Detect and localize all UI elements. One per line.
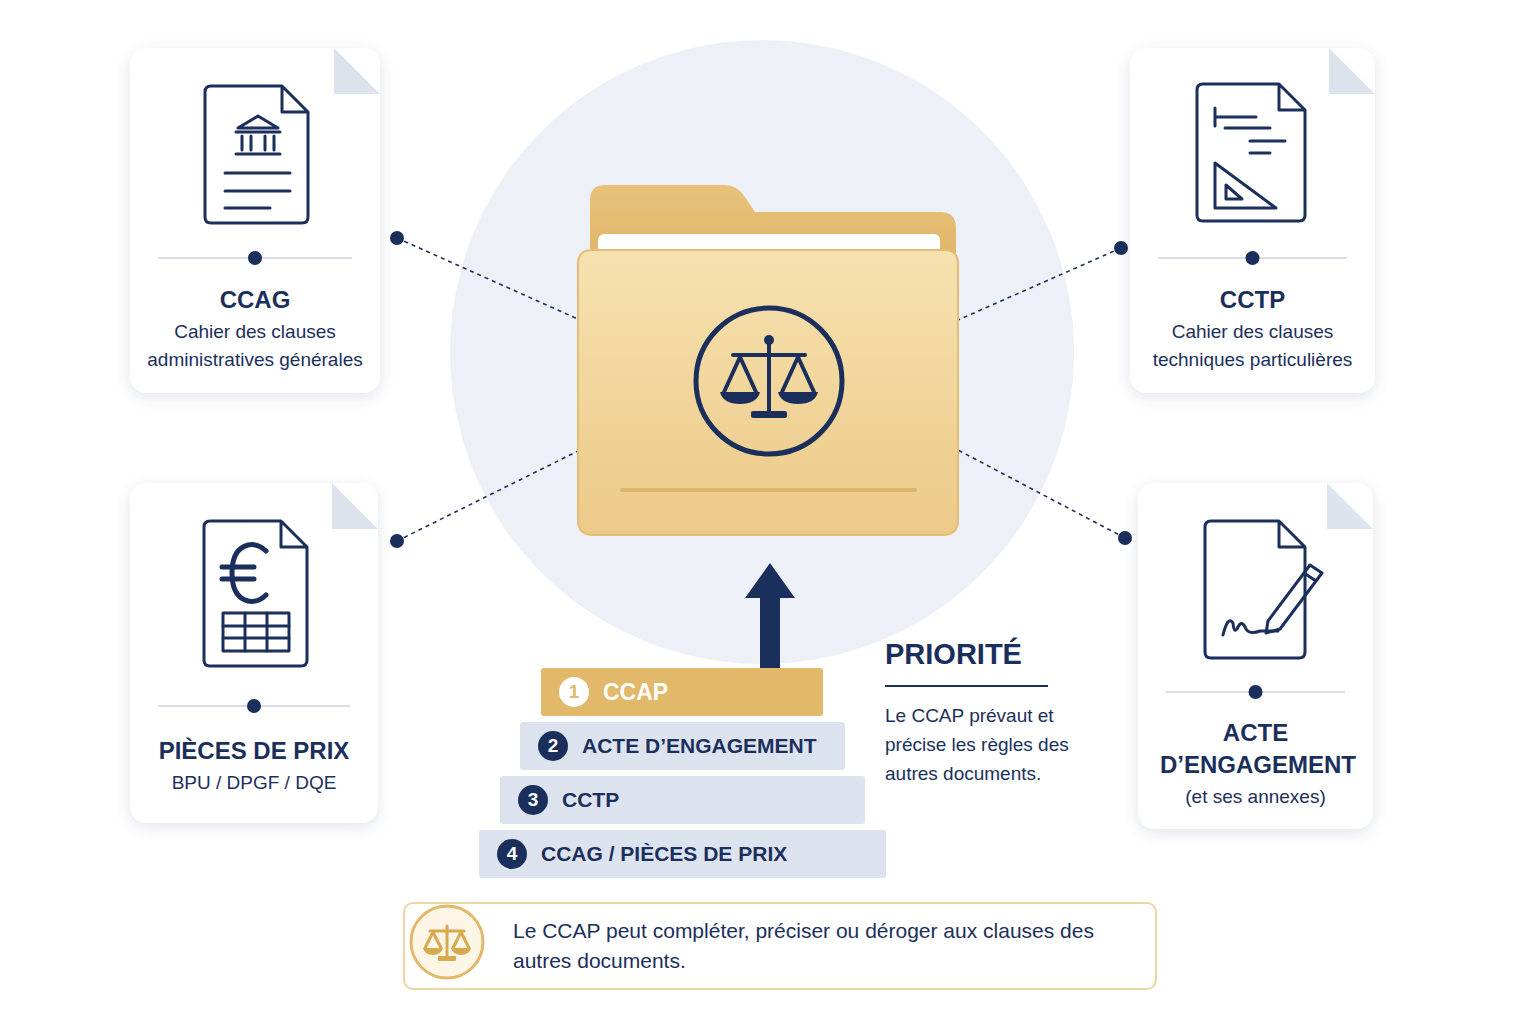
halo-circle — [450, 40, 1074, 664]
document-card: ACTE D’ENGAGEMENT(et ses annexes) — [1138, 483, 1373, 829]
card-subtitle: BPU / DPGF / DQE — [140, 769, 368, 797]
priority-arrow — [745, 563, 795, 668]
folder-illustration — [578, 185, 958, 535]
callout-number: 1 — [559, 677, 589, 707]
card-text: CCTPCahier des clauses techniques partic… — [1140, 284, 1365, 374]
document-card: CCTPCahier des clauses techniques partic… — [1130, 48, 1375, 393]
document-card: CCAGCahier des clauses administratives g… — [130, 48, 380, 393]
bar-label: CCTP — [562, 788, 619, 812]
bar-label: ACTE D’ENGAGEMENT — [582, 734, 817, 758]
document-card: PIÈCES DE PRIXBPU / DPGF / DQE — [130, 483, 378, 823]
card-subtitle: (et ses annexes) — [1160, 783, 1351, 811]
card-text: ACTE D’ENGAGEMENT(et ses annexes) — [1160, 717, 1351, 811]
heading-rule — [885, 685, 1048, 687]
priority-bar: 4 CCAG / PIÈCES DE PRIX — [479, 830, 886, 878]
bar-label: CCAP — [603, 679, 668, 706]
priority-bar: 2 ACTE D’ENGAGEMENT — [520, 722, 845, 770]
bar-label: CCAG / PIÈCES DE PRIX — [541, 842, 787, 866]
card-subtitle: Cahier des clauses administratives génér… — [140, 318, 370, 374]
card-title: CCTP — [1140, 284, 1365, 316]
card-text: CCAGCahier des clauses administratives g… — [140, 284, 370, 374]
card-title: ACTE D’ENGAGEMENT — [1160, 717, 1351, 781]
card-title: PIÈCES DE PRIX — [140, 735, 368, 767]
card-title: CCAG — [140, 284, 370, 316]
scale-badge — [405, 904, 505, 982]
leader-lines — [397, 238, 1125, 541]
leader-dots — [390, 231, 1132, 548]
card-subtitle: Cahier des clauses techniques particuliè… — [1140, 318, 1365, 374]
section-heading: PRIORITÉ — [885, 638, 1022, 671]
priority-bar: 1 CCAP — [541, 668, 823, 716]
priority-note: Le CCAP prévaut et précise les règles de… — [885, 701, 1110, 788]
card-text: PIÈCES DE PRIXBPU / DPGF / DQE — [140, 735, 368, 797]
callout-number: 4 — [497, 839, 527, 869]
note-text: Le CCAP peut compléter, préciser ou déro… — [513, 916, 1135, 976]
note-box: Le CCAP peut compléter, préciser ou déro… — [403, 902, 1157, 990]
callout-number: 2 — [538, 731, 568, 761]
callout-number: 3 — [518, 785, 548, 815]
priority-bar: 3 CCTP — [500, 776, 865, 824]
